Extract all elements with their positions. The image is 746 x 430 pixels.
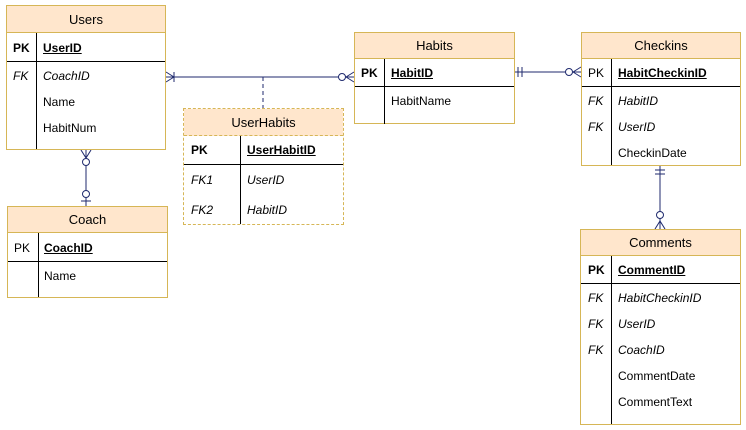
entity-title: Users xyxy=(7,6,165,33)
checkins-comments-relationship xyxy=(654,166,666,230)
users-habits-relationship xyxy=(165,71,355,83)
users-coach-relationship xyxy=(80,149,92,206)
entity-users[interactable]: Users PK UserID FK CoachID Name HabitNum xyxy=(6,5,166,150)
pk-section: PK HabitID xyxy=(355,59,514,87)
fk-label: FK xyxy=(588,343,604,357)
entity-userhabits[interactable]: UserHabits PK UserHabitID FK1 UserID FK2… xyxy=(183,108,344,225)
field-checkindate: CheckinDate xyxy=(618,146,687,160)
pk-label: PK xyxy=(361,66,378,80)
entity-title: Checkins xyxy=(582,33,740,59)
entity-title: Coach xyxy=(8,207,167,233)
field-coachid: CoachID xyxy=(43,69,90,83)
entity-comments[interactable]: Comments PK CommentID FK HabitCheckinID … xyxy=(580,229,741,425)
fields-section: FK HabitID FK UserID CheckinDate xyxy=(582,87,740,165)
entity-checkins[interactable]: Checkins PK HabitCheckinID FK HabitID FK… xyxy=(581,32,741,166)
entity-title: UserHabits xyxy=(184,109,343,136)
pk-label: PK xyxy=(588,66,605,80)
field-habitid: HabitID xyxy=(247,203,288,217)
field-name: Name xyxy=(44,269,77,283)
primary-key-field: HabitID xyxy=(391,66,433,80)
pk-section: PK CoachID xyxy=(8,233,167,262)
pk-section: PK HabitCheckinID xyxy=(582,59,740,87)
field-commentdate: CommentDate xyxy=(618,369,696,383)
fk-label: FK xyxy=(588,317,604,331)
pk-label: PK xyxy=(13,41,30,55)
pk-section: PK UserHabitID xyxy=(184,136,343,165)
field-userid: UserID xyxy=(618,317,656,331)
pk-label: PK xyxy=(14,241,31,255)
fields-section: FK CoachID Name HabitNum xyxy=(7,62,165,149)
pk-label: PK xyxy=(588,263,605,277)
field-name: Name xyxy=(43,95,76,109)
fields-section: Name xyxy=(8,262,167,297)
pk-section: PK CommentID xyxy=(581,256,740,284)
entity-habits[interactable]: Habits PK HabitID HabitName xyxy=(354,32,515,124)
field-commenttext: CommentText xyxy=(618,395,693,409)
primary-key-field: UserID xyxy=(43,41,82,55)
fields-section: FK HabitCheckinID FK UserID FK CoachID C… xyxy=(581,284,740,424)
fk-label: FK xyxy=(588,120,604,134)
fk2-label: FK2 xyxy=(191,203,214,217)
field-userid: UserID xyxy=(247,173,285,187)
field-habitnum: HabitNum xyxy=(43,121,97,135)
entity-title: Comments xyxy=(581,230,740,256)
habits-checkins-relationship xyxy=(515,66,582,78)
pk-section: PK UserID xyxy=(7,33,165,62)
entity-title: Habits xyxy=(355,33,514,59)
pk-label: PK xyxy=(191,143,208,157)
fields-section: HabitName xyxy=(355,87,514,124)
primary-key-field: UserHabitID xyxy=(247,143,316,157)
fk-label: FK xyxy=(588,94,604,108)
field-habitid: HabitID xyxy=(618,94,659,108)
field-habitcheckinid: HabitCheckinID xyxy=(618,291,702,305)
primary-key-field: HabitCheckinID xyxy=(618,66,707,80)
entity-coach[interactable]: Coach PK CoachID Name xyxy=(7,206,168,298)
primary-key-field: CoachID xyxy=(44,241,93,255)
field-habitname: HabitName xyxy=(391,94,452,108)
fk-label: FK xyxy=(588,291,604,305)
fields-section: FK1 UserID FK2 HabitID xyxy=(184,165,343,224)
primary-key-field: CommentID xyxy=(618,263,686,277)
field-userid: UserID xyxy=(618,120,656,134)
fk1-label: FK1 xyxy=(191,173,214,187)
field-coachid: CoachID xyxy=(618,343,665,357)
fk-label: FK xyxy=(13,69,29,83)
